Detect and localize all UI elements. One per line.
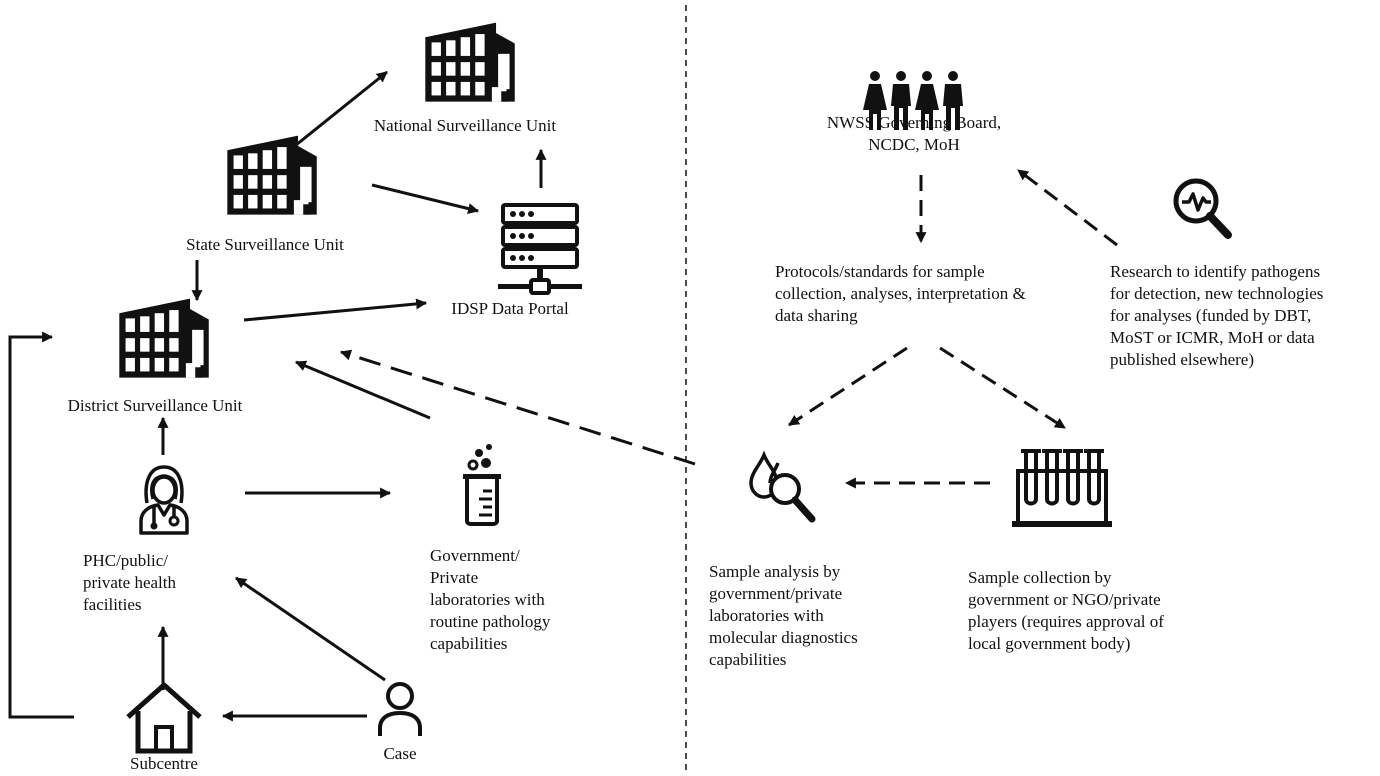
building-icon — [119, 298, 209, 378]
idsp-portal-label: IDSP Data Portal — [451, 299, 569, 318]
link-protocols-to-analysis — [788, 346, 908, 427]
link-state-to-national — [295, 70, 388, 147]
state-unit-label: State Surveillance Unit — [186, 235, 344, 254]
people-group-icon — [863, 71, 963, 130]
building-icon — [227, 135, 317, 215]
protocols-label: Protocols/standards for sample collectio… — [775, 262, 1026, 325]
link-subcentre-to-district — [8, 331, 74, 719]
server-icon — [498, 203, 582, 295]
governing-board-label: NWSS Governing Board, NCDC, MoH — [826, 113, 1002, 154]
link-research-to-board — [1017, 168, 1118, 247]
research-label: Research to identify pathogens for detec… — [1110, 262, 1324, 369]
subcentre-label: Subcentre — [130, 754, 198, 773]
sample-collection-label: Sample collection by government or NGO/p… — [968, 568, 1164, 653]
national-unit-label: National Surveillance Unit — [373, 116, 557, 135]
link-analysis-to-district — [339, 349, 696, 466]
building-icon — [425, 22, 515, 102]
person-icon — [378, 682, 422, 736]
link-district-to-idsp — [243, 298, 428, 322]
district-unit-label: District Surveillance Unit — [67, 396, 243, 415]
link-labs-to-district — [294, 360, 431, 420]
link-protocols-to-collection — [939, 346, 1066, 430]
test-tube-rack-icon — [1012, 449, 1112, 527]
doctor-icon — [139, 465, 189, 535]
research-magnifier-icon — [1173, 178, 1232, 239]
drops-magnifier-icon — [749, 451, 816, 523]
gov-private-labs-label: Government/ Private laboratories with ro… — [430, 546, 551, 653]
case-label: Case — [383, 744, 417, 763]
health-facilities-label: PHC/public/ private health facilities — [83, 551, 176, 614]
link-state-to-idsp — [371, 183, 480, 214]
house-icon — [126, 682, 202, 754]
link-case-to-facilities — [235, 576, 386, 682]
lab-beaker-icon — [463, 444, 501, 526]
sample-analysis-label: Sample analysis by government/private la… — [709, 562, 858, 669]
